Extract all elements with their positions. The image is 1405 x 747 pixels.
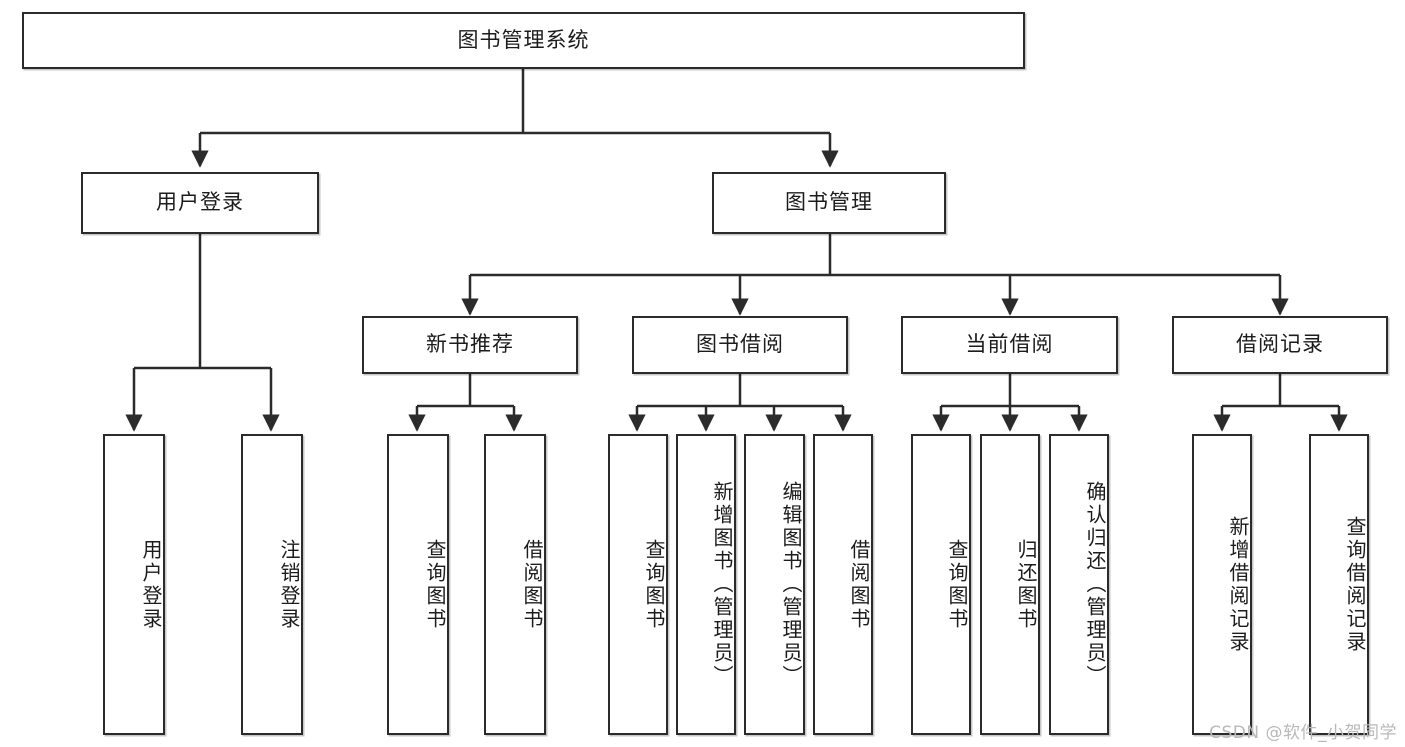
- node-leaf-query-record-label: 查询借阅记录: [1343, 515, 1367, 654]
- node-leaf-borrow-book-a[interactable]: 借阅图书: [484, 434, 546, 735]
- node-root[interactable]: 图书管理系统: [22, 12, 1025, 69]
- node-leaf-query-book-a-label: 查询图书: [423, 538, 447, 631]
- node-leaf-confirm-return-label: 确认归还（管理员）: [1083, 481, 1107, 688]
- node-current-borrow[interactable]: 当前借阅: [901, 316, 1118, 374]
- node-book-borrow-label: 图书借阅: [696, 332, 784, 357]
- node-book-manage-label: 图书管理: [785, 190, 873, 215]
- node-new-book-recommend-label: 新书推荐: [426, 332, 514, 357]
- node-leaf-query-record[interactable]: 查询借阅记录: [1309, 434, 1369, 735]
- node-leaf-add-book-label: 新增图书（管理员）: [710, 481, 734, 688]
- node-leaf-edit-book-label: 编辑图书（管理员）: [779, 481, 803, 688]
- node-leaf-logout-label: 注销登录: [277, 538, 301, 631]
- node-user-login[interactable]: 用户登录: [81, 172, 319, 234]
- node-user-login-label: 用户登录: [156, 190, 244, 215]
- node-leaf-borrow-book-b[interactable]: 借阅图书: [813, 434, 873, 735]
- node-leaf-add-book[interactable]: 新增图书（管理员）: [676, 434, 736, 735]
- node-current-borrow-label: 当前借阅: [965, 332, 1054, 357]
- csdn-watermark: CSDN @软件_小贺同学: [1209, 723, 1397, 743]
- node-leaf-return-book-label: 归还图书: [1014, 538, 1038, 631]
- node-leaf-return-book[interactable]: 归还图书: [980, 434, 1040, 735]
- node-leaf-query-book-b[interactable]: 查询图书: [608, 434, 668, 735]
- node-root-label: 图书管理系统: [457, 27, 590, 52]
- node-leaf-user-login-label: 用户登录: [139, 538, 163, 631]
- node-new-book-recommend[interactable]: 新书推荐: [362, 316, 578, 374]
- node-borrow-record[interactable]: 借阅记录: [1172, 316, 1388, 374]
- node-leaf-add-record[interactable]: 新增借阅记录: [1192, 434, 1252, 735]
- node-leaf-edit-book[interactable]: 编辑图书（管理员）: [744, 434, 805, 735]
- node-leaf-borrow-book-b-label: 借阅图书: [847, 538, 871, 631]
- node-book-manage[interactable]: 图书管理: [712, 172, 946, 234]
- node-borrow-record-label: 借阅记录: [1236, 332, 1324, 357]
- node-leaf-query-book-b-label: 查询图书: [642, 538, 666, 631]
- node-leaf-borrow-book-a-label: 借阅图书: [520, 538, 544, 631]
- node-leaf-query-book-a[interactable]: 查询图书: [387, 434, 449, 735]
- node-leaf-confirm-return[interactable]: 确认归还（管理员）: [1049, 434, 1109, 735]
- node-leaf-user-login[interactable]: 用户登录: [103, 434, 165, 735]
- node-leaf-query-book-c-label: 查询图书: [945, 538, 969, 631]
- node-leaf-logout[interactable]: 注销登录: [241, 434, 303, 735]
- node-leaf-add-record-label: 新增借阅记录: [1226, 515, 1250, 654]
- node-book-borrow[interactable]: 图书借阅: [632, 316, 848, 374]
- node-leaf-query-book-c[interactable]: 查询图书: [911, 434, 971, 735]
